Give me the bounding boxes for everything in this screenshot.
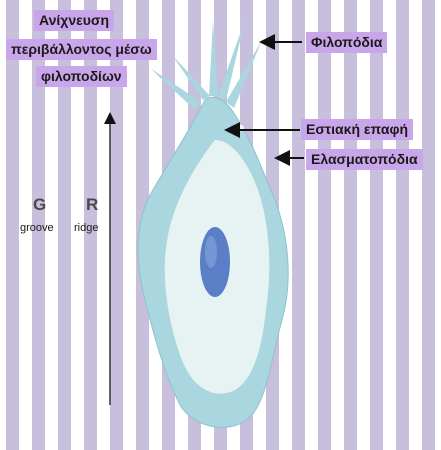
title-label-line2: περιβάλλοντος μέσω [6,39,157,60]
ridge-letter: R [86,195,98,215]
title-label-line3: φιλοποδίων [36,66,127,87]
groove-word: groove [20,222,54,234]
title-label-line1: Ανίχνευση [34,10,114,31]
focal-contact-label: Εστιακή επαφή [301,119,413,140]
ridge-word: ridge [74,222,98,234]
lamellipodia-label: Ελασματοπόδια [306,149,423,170]
filopodia-label: Φιλοπόδια [306,32,387,53]
groove-letter: G [33,195,46,215]
